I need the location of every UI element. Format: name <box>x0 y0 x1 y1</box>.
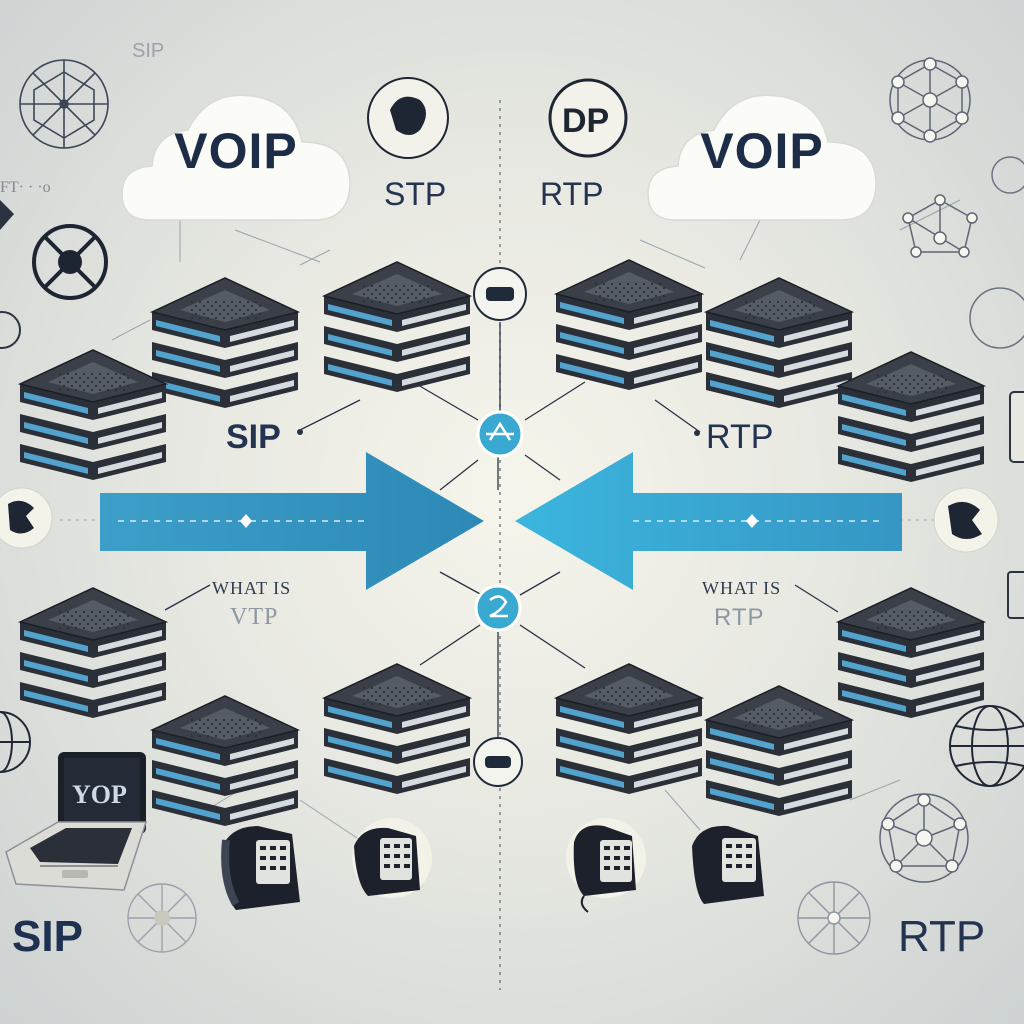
lock-icon: DP <box>548 78 628 158</box>
server-rack-icon <box>150 277 300 408</box>
rtp-small-label: RTP <box>714 604 765 631</box>
server-rack-icon <box>322 261 472 392</box>
hub-top <box>476 410 524 458</box>
server-rack-icon <box>18 587 168 718</box>
phone-icon <box>0 487 53 549</box>
server-rack-icon <box>322 663 472 794</box>
faint-sip-label: SIP <box>132 40 165 62</box>
phone-icon <box>933 487 999 553</box>
server-rack-icon <box>554 663 704 794</box>
voip-cloud-left: VOIP <box>118 82 354 232</box>
phone-icon <box>566 818 646 913</box>
sip-bottom-label: SIP <box>12 912 83 961</box>
network-hub-icon <box>19 59 109 149</box>
rtp-mid-label: RTP <box>706 418 774 456</box>
globe-icon <box>949 705 1024 787</box>
server-rack-icon <box>704 277 854 408</box>
lock-icon <box>367 77 449 159</box>
server-rack-icon <box>554 259 704 390</box>
server-rack-icon <box>18 349 168 480</box>
stp-label: STP <box>384 176 447 212</box>
rtp-top-label: RTP <box>540 176 604 212</box>
server-rack-icon <box>836 351 986 482</box>
what-is-left-label: WHAT IS <box>212 578 292 598</box>
phone-icon <box>692 825 764 904</box>
voip-cloud-right: VOIP <box>644 82 880 232</box>
sip-mid-label: SIP <box>226 418 281 456</box>
laptop-screen-text: YOP <box>72 780 127 809</box>
what-is-right-label: WHAT IS <box>702 578 782 598</box>
server-rack-icon <box>836 587 986 718</box>
rtp-bottom-label: RTP <box>898 912 986 961</box>
svg-text:DP: DP <box>562 102 609 140</box>
phone-icon <box>352 818 432 898</box>
svg-text:FT· · ·o: FT· · ·o <box>0 179 51 196</box>
hub-bottom <box>474 584 522 632</box>
phone-icon <box>221 826 300 910</box>
cloud-title-left: VOIP <box>174 123 298 179</box>
laptop-icon <box>5 752 148 891</box>
globe-icon <box>0 711 31 773</box>
server-rack-icon <box>150 695 300 826</box>
server-rack-icon <box>704 685 854 816</box>
vtp-label: VTP <box>230 604 279 630</box>
cloud-title-right: VOIP <box>700 123 824 179</box>
